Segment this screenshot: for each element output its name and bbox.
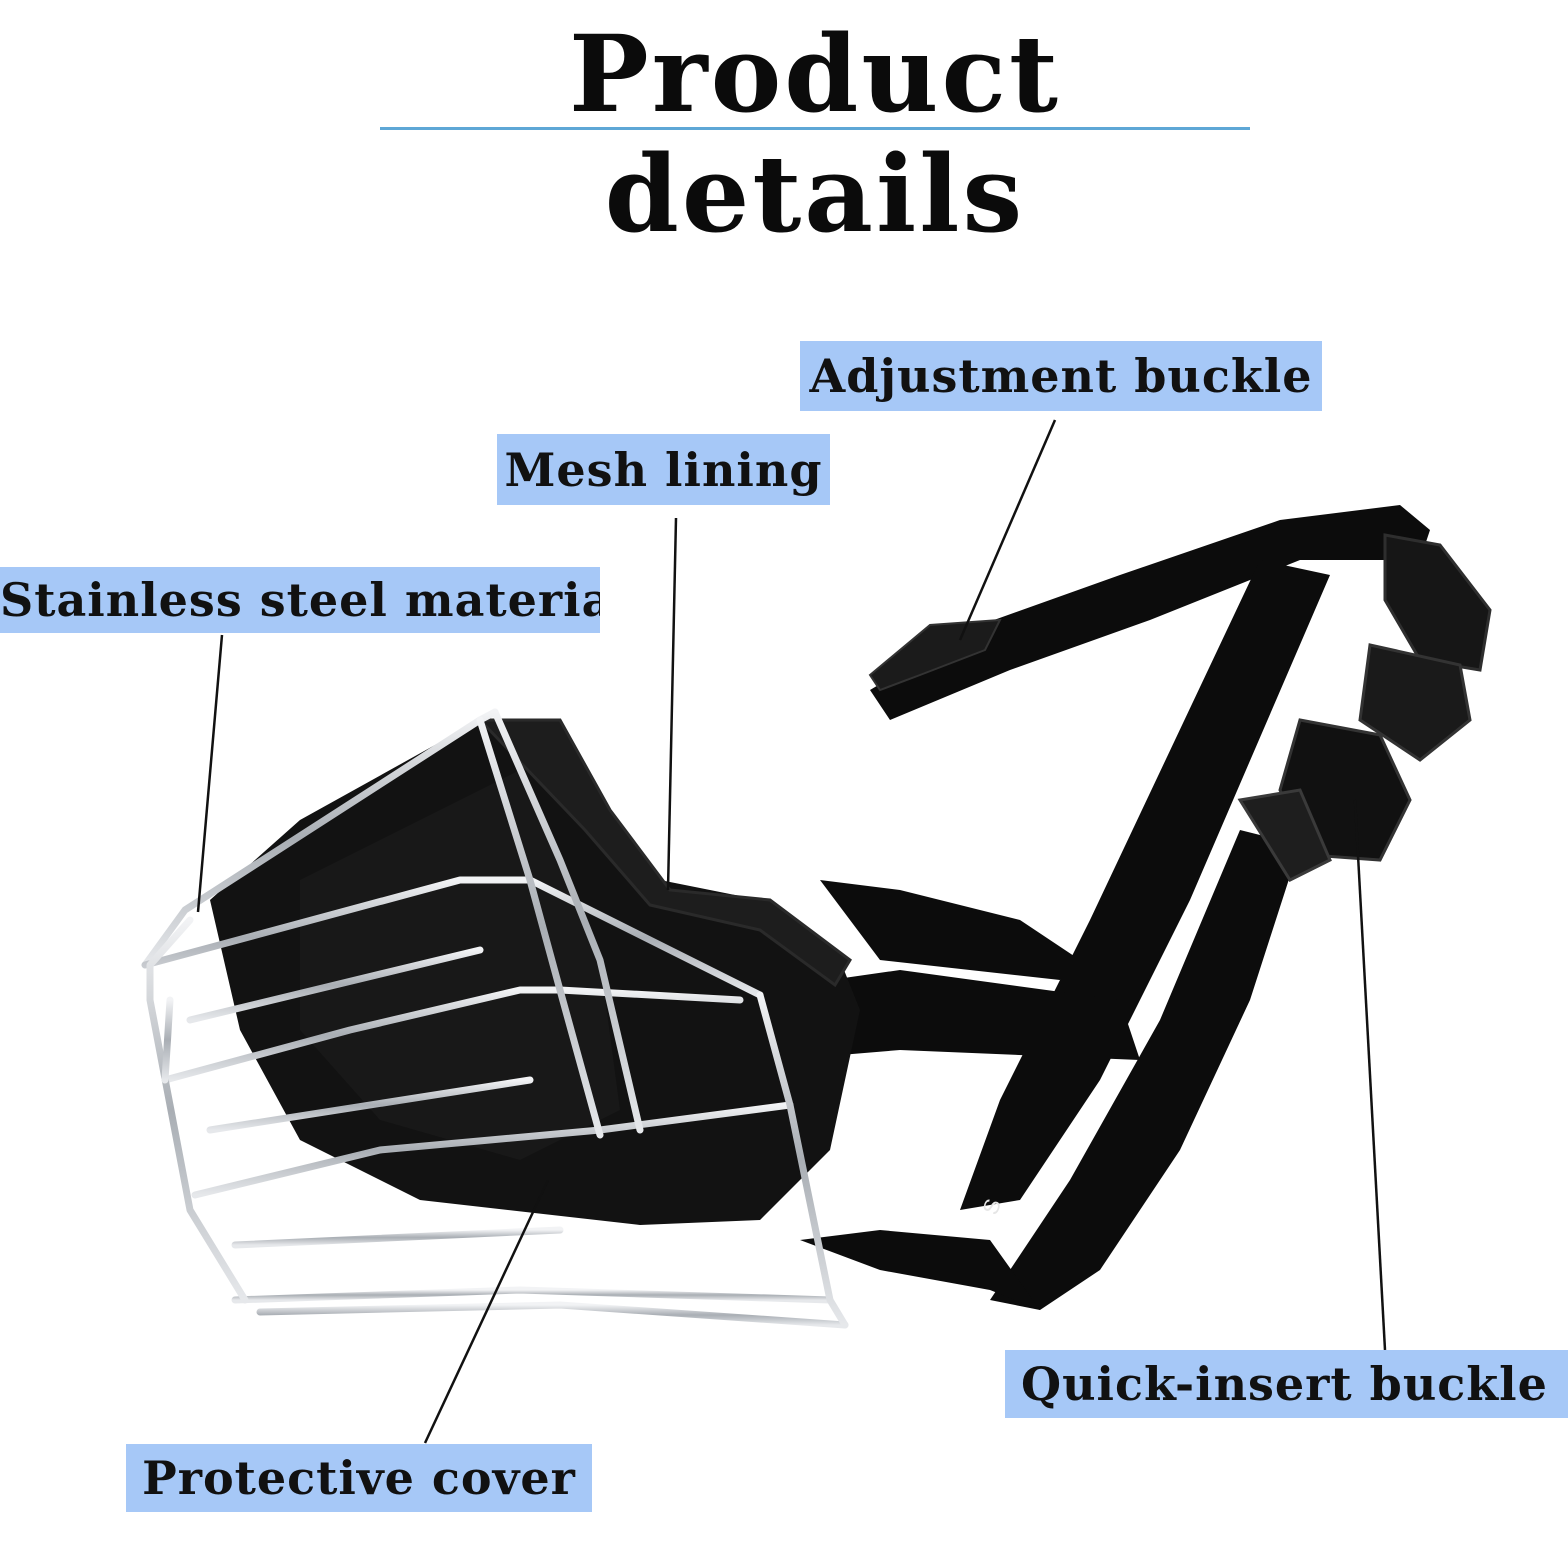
label-quick-insert-buckle: Quick-insert buckle <box>1005 1350 1568 1418</box>
leader-stainless-steel <box>196 634 224 913</box>
leader-quick-insert-buckle <box>1353 799 1387 1351</box>
upper-connector <box>820 880 1080 980</box>
leader-adjustment-buckle <box>958 419 1057 641</box>
mesh-lining-pad <box>210 718 860 1225</box>
label-mesh-lining: Mesh lining <box>497 434 830 505</box>
page-title: Product details <box>569 11 1061 256</box>
adjustment-buckle-part <box>868 618 1002 692</box>
leader-mesh-lining <box>666 517 678 891</box>
title-underline <box>380 127 1250 130</box>
label-stainless-steel-material: Stainless steel material <box>0 567 600 633</box>
leader-protective-cover <box>423 1179 550 1444</box>
head-strap <box>870 505 1430 720</box>
label-adjustment-buckle: Adjustment buckle <box>800 341 1322 411</box>
quick-insert-buckle-part <box>1237 533 1492 882</box>
right-strap <box>990 830 1300 1310</box>
chin-strap <box>800 1230 1040 1310</box>
leader-lines <box>196 419 1387 1444</box>
label-protective-cover: Protective cover <box>126 1444 592 1512</box>
neck-strap <box>760 970 1140 1060</box>
stainless-steel-basket <box>141 708 849 1329</box>
nylon-straps <box>760 505 1430 1310</box>
